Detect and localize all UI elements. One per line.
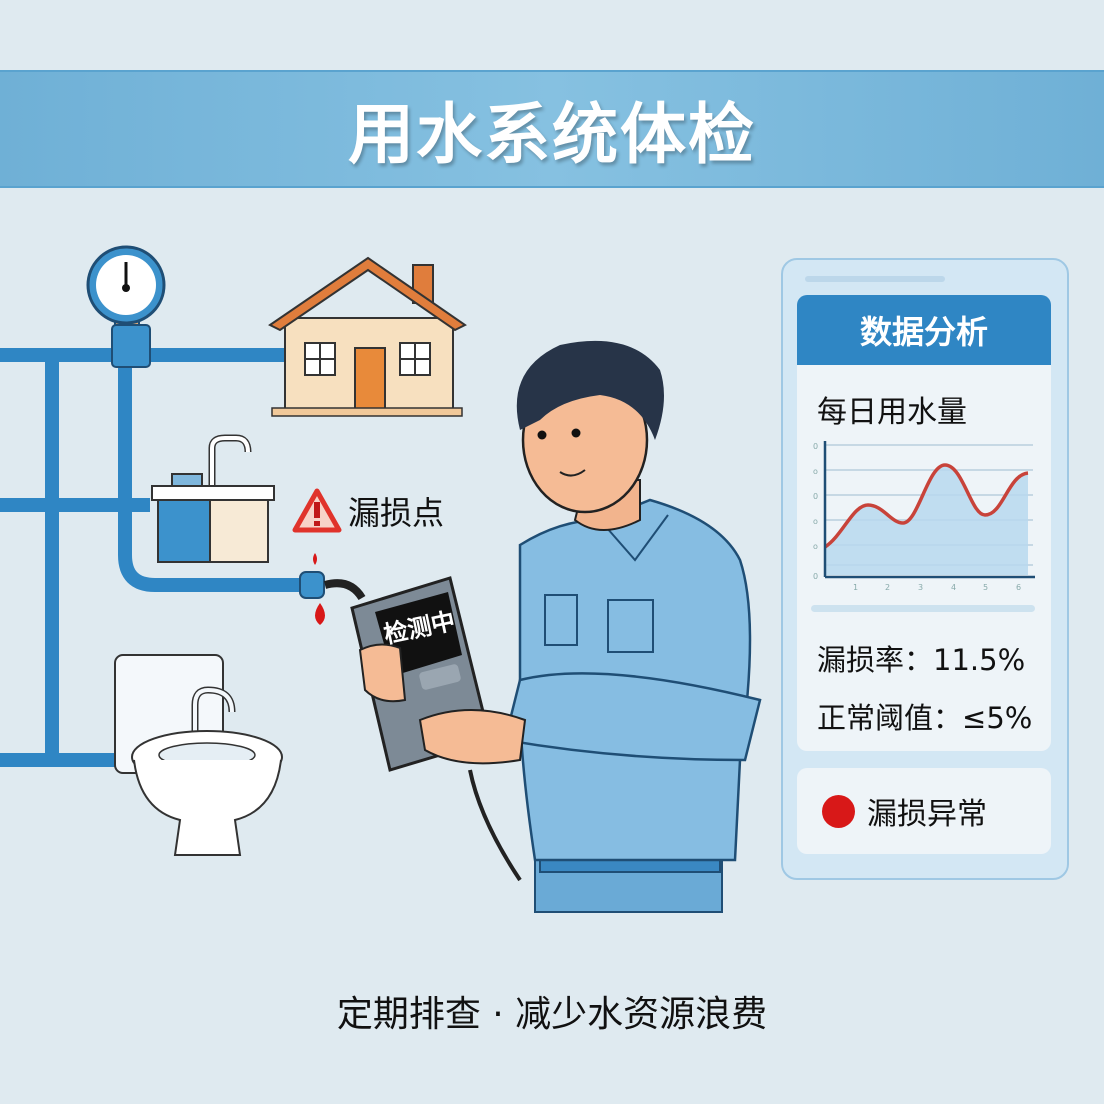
house-icon	[268, 256, 467, 417]
pipe-network	[0, 348, 300, 767]
divider	[811, 605, 1035, 612]
title-banner: 用水系统体检	[0, 70, 1104, 188]
svg-text:2: 2	[885, 583, 890, 592]
leak-valve	[299, 553, 366, 625]
leak-rate-row: 漏损率：11.5%	[817, 637, 1025, 679]
threshold-value: ≤5%	[962, 701, 1033, 735]
water-drop-icon	[315, 603, 325, 625]
svg-text:0: 0	[813, 492, 818, 501]
svg-text:1: 1	[853, 583, 858, 592]
warning-triangle-icon	[292, 488, 342, 533]
data-analysis-card: 数据分析 每日用水量 0 o 0 o o 0 1 2 3 4 5 6 漏损率：11.5% 正常阈值：…	[781, 258, 1069, 880]
daily-water-usage-chart: 0 o 0 o o 0 1 2 3 4 5 6	[813, 441, 1035, 592]
status-text: 漏损异常	[867, 797, 987, 832]
threshold-row: 正常阈值：≤5%	[817, 695, 1032, 737]
card-top-bar	[805, 276, 945, 282]
threshold-label: 正常阈值：	[817, 701, 963, 735]
status-badge: 漏损异常	[797, 768, 1051, 854]
svg-text:5: 5	[983, 583, 988, 592]
svg-text:o: o	[813, 542, 818, 551]
svg-text:0: 0	[813, 572, 818, 581]
card-header: 数据分析	[797, 295, 1051, 365]
svg-text:o: o	[813, 467, 818, 476]
leak-point-text: 漏损点	[348, 494, 445, 532]
worker-figure	[358, 340, 762, 913]
chart-title: 每日用水量	[817, 395, 967, 430]
svg-text:o: o	[813, 517, 818, 526]
page-title: 用水系统体检	[348, 96, 756, 173]
svg-text:6: 6	[1016, 583, 1021, 592]
red-status-dot-icon	[822, 794, 855, 828]
svg-text:3: 3	[918, 583, 923, 592]
svg-text:0: 0	[813, 442, 818, 451]
toilet-icon	[114, 654, 283, 856]
svg-text:4: 4	[951, 583, 956, 592]
leak-rate-value: 11.5%	[933, 643, 1026, 677]
leak-rate-label: 漏损率：	[817, 643, 934, 677]
card-body: 每日用水量 0 o 0 o o 0 1 2 3 4 5 6 漏损率：11.5% 正常阈值：≤5%	[797, 365, 1051, 751]
sink-icon	[151, 434, 275, 563]
pressure-gauge-icon	[86, 245, 166, 368]
footer-slogan: 定期排查 · 减少水资源浪费	[336, 994, 768, 1035]
leak-point-label: 漏损点	[292, 488, 444, 534]
